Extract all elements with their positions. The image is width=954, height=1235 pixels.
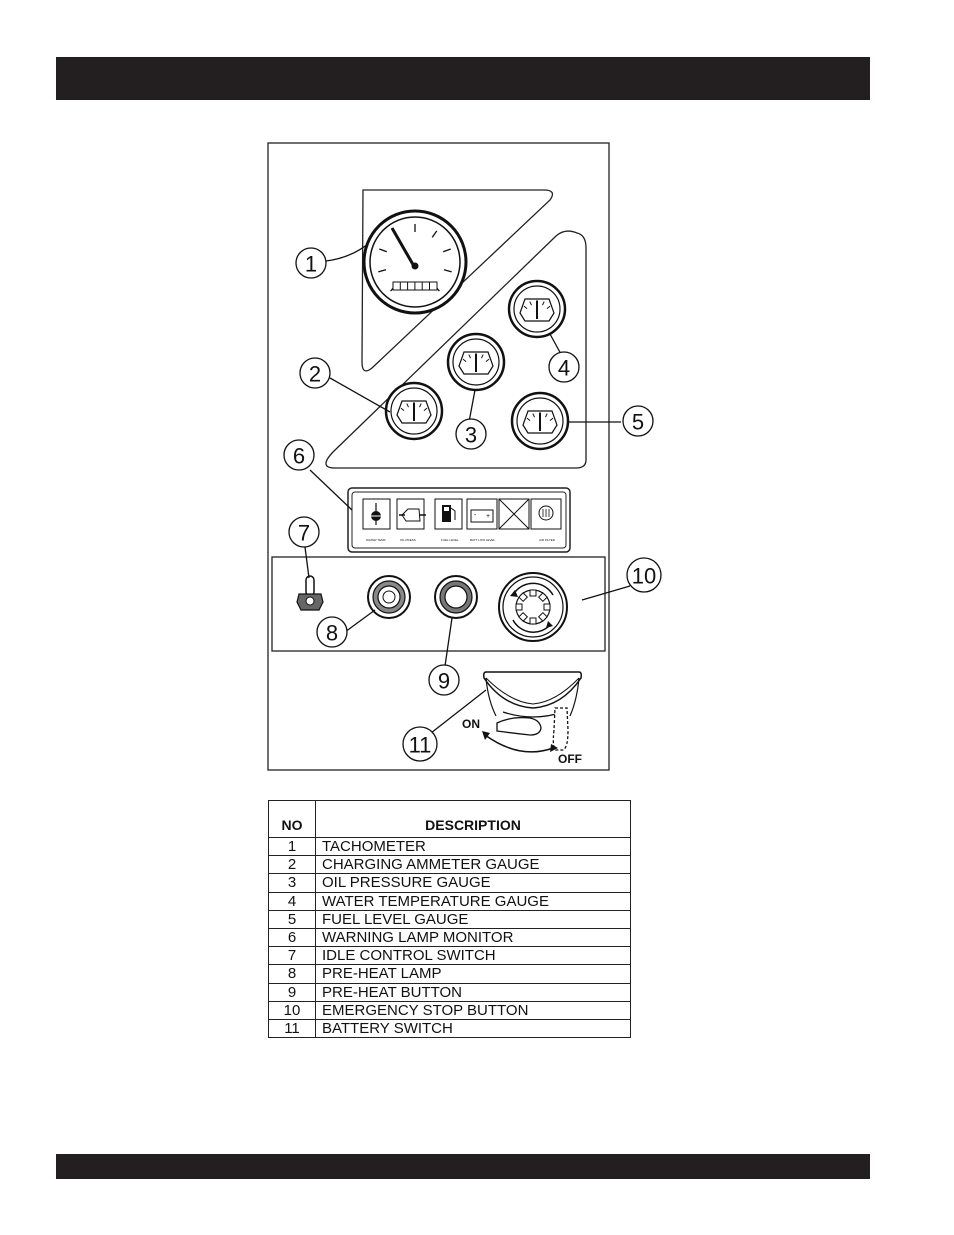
row-number: 9 [268, 982, 316, 1002]
callout-5: 5 [622, 405, 654, 437]
row-description: IDLE CONTROL SWITCH [315, 946, 631, 966]
callout-7: 7 [288, 516, 320, 548]
row-number: 5 [268, 909, 316, 929]
blank-lamp-icon [498, 498, 530, 530]
callout-2: 2 [299, 357, 331, 389]
row-number: 1 [268, 836, 316, 857]
tachometer-gauge [362, 209, 468, 315]
svg-text:-: - [474, 512, 477, 519]
fuel-level-lamp-icon [434, 498, 463, 530]
svg-text:1: 1 [305, 252, 317, 277]
header-bar [56, 57, 870, 100]
idle-control-switch[interactable] [296, 575, 324, 611]
battery-switch-off-label: OFF [558, 752, 582, 766]
battery-switch[interactable]: ON OFF [462, 671, 582, 766]
battery-switch-on-label: ON [462, 717, 480, 731]
row-description: PRE-HEAT BUTTON [315, 982, 631, 1002]
lamp-label-oil-press: OIL PRESS [400, 538, 416, 542]
svg-text:4: 4 [558, 356, 570, 381]
row-number: 10 [268, 1000, 316, 1020]
pre-heat-lamp [367, 575, 411, 619]
callout-4: 4 [548, 351, 580, 383]
svg-text:11: 11 [409, 733, 432, 758]
row-description: FUEL LEVEL GAUGE [315, 909, 631, 929]
row-description: EMERGENCY STOP BUTTON [315, 1000, 631, 1020]
leader-lines [304, 243, 631, 734]
row-number: 3 [268, 873, 316, 893]
callout-1: 1 [295, 247, 327, 279]
row-description: TACHOMETER [315, 836, 631, 857]
svg-text:9: 9 [438, 669, 450, 694]
footer-bar [56, 1154, 870, 1179]
callout-9: 9 [428, 664, 460, 696]
column-header-no: NO [268, 800, 316, 838]
control-box [271, 556, 606, 652]
svg-text:10: 10 [632, 564, 656, 589]
row-description: CHARGING AMMETER GAUGE [315, 855, 631, 875]
row-number: 11 [268, 1018, 316, 1039]
callout-11: 11 [402, 726, 438, 762]
callout-8: 8 [316, 616, 348, 648]
water-temp-lamp-icon [362, 498, 391, 530]
svg-text:5: 5 [632, 410, 644, 435]
column-header-description: DESCRIPTION [315, 800, 631, 838]
lamp-label-fuel-level: FUEL LEVEL [441, 538, 459, 542]
gauge-cluster-housing [325, 230, 587, 469]
row-description: WARNING LAMP MONITOR [315, 927, 631, 948]
svg-text:2: 2 [309, 362, 321, 387]
emergency-stop-button[interactable] [498, 572, 568, 642]
svg-text:3: 3 [465, 423, 477, 448]
table-header-row: NO DESCRIPTION [268, 800, 631, 838]
svg-text:7: 7 [298, 521, 310, 546]
battery-lamp-icon: - + [466, 498, 498, 530]
lamp-label-water-temp: WATER TEMP [366, 538, 386, 542]
svg-text:6: 6 [293, 444, 305, 469]
row-number: 6 [268, 927, 316, 948]
svg-text:8: 8 [326, 621, 338, 646]
row-description: WATER TEMPERATURE GAUGE [315, 891, 631, 911]
row-number: 4 [268, 891, 316, 911]
row-number: 7 [268, 946, 316, 966]
oil-pressure-gauge [446, 332, 506, 392]
callout-6: 6 [283, 439, 315, 471]
row-number: 8 [268, 964, 316, 984]
row-description: PRE-HEAT LAMP [315, 964, 631, 984]
charging-ammeter-gauge [384, 381, 444, 441]
callout-3: 3 [455, 418, 487, 450]
lamp-label-air-filter: AIR FILTER [539, 538, 556, 542]
lamp-label-batt-low-level: BATT LOW LEVEL [470, 538, 496, 542]
oil-pressure-lamp-icon [396, 498, 426, 530]
callout-10: 10 [626, 557, 662, 593]
row-description: BATTERY SWITCH [315, 1018, 631, 1039]
fuel-level-gauge [510, 391, 570, 451]
row-description: OIL PRESSURE GAUGE [315, 873, 631, 893]
row-number: 2 [268, 855, 316, 875]
warning-lamp-monitor: - + WATER TEMP OIL PRESS FUEL LEVEL BATT… [347, 487, 571, 553]
svg-text:+: + [486, 513, 490, 520]
water-temperature-gauge [507, 279, 567, 339]
air-filter-lamp-icon [530, 498, 562, 530]
pre-heat-button[interactable] [434, 575, 478, 619]
